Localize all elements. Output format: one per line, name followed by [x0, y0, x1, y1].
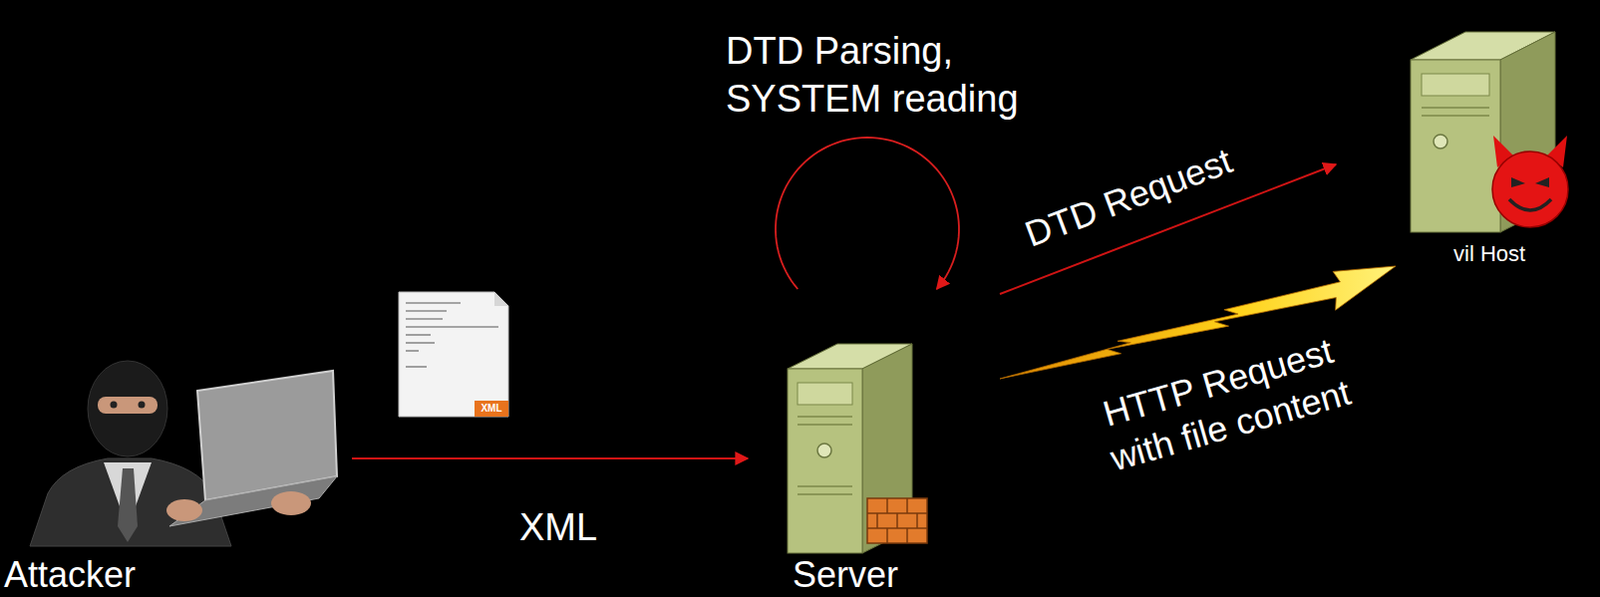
xml-document-icon-part — [405, 310, 447, 313]
edge-label: XML — [519, 504, 598, 553]
xml-document-icon-part — [405, 325, 499, 328]
attacker-figure-part — [29, 458, 232, 547]
arrow-connector — [999, 164, 1336, 295]
node-label: Server — [792, 555, 1000, 596]
server-icon-part — [797, 423, 853, 426]
node-label: vil Host — [1453, 242, 1600, 267]
firewall-icon-part — [906, 528, 909, 544]
evil-server-icon-part — [1421, 73, 1490, 96]
edge-label: DTD Parsing, SYSTEM reading — [725, 27, 1055, 123]
devil-face-icon — [1492, 135, 1569, 228]
firewall-icon — [867, 498, 928, 544]
server-icon-part — [797, 382, 853, 405]
devil-face-icon-part — [1492, 151, 1569, 228]
devil-face-icon-part — [1535, 177, 1550, 188]
xml-document-icon-part — [474, 400, 509, 417]
icon-badge-label: XML — [474, 400, 509, 417]
xml-document-icon-part — [405, 333, 431, 336]
edge-label: HTTP Request with file content — [1079, 322, 1368, 485]
xml-document-icon-part — [405, 302, 461, 305]
firewall-icon-part — [916, 513, 919, 529]
attacker-figure-part — [166, 499, 203, 522]
evil-server-icon-part — [1410, 59, 1501, 233]
attacker-figure — [29, 360, 337, 547]
actor-node: Attacker — [0, 363, 352, 596]
firewall-icon-part — [896, 513, 899, 529]
lightning-arrow — [999, 266, 1396, 379]
attacker-figure-part — [110, 401, 118, 409]
xml-document-icon-part — [405, 365, 427, 368]
firewall-icon-part — [886, 498, 889, 514]
xml-document-icon-part — [405, 318, 443, 320]
evil-server-icon-part — [1421, 114, 1490, 117]
attacker-figure-part — [271, 491, 312, 516]
xml-document-icon-part — [398, 292, 509, 417]
server-icon-part — [797, 485, 853, 488]
evil-server-icon-part — [1421, 106, 1490, 109]
server-node: Server — [747, 289, 1000, 596]
xml-document-icon-part — [405, 341, 435, 344]
attacker-figure-part — [87, 360, 168, 457]
xml-document-icon-part — [405, 349, 419, 352]
attacker-figure-part — [97, 396, 158, 414]
attacker-figure-part — [117, 468, 138, 543]
xml-document-icon — [398, 292, 509, 417]
node-label: Attacker — [3, 555, 352, 596]
xml-document-icon-part — [405, 303, 499, 367]
firewall-icon-part — [906, 498, 909, 514]
server-icon-part — [797, 415, 853, 418]
host-node: vil Host — [1335, 4, 1600, 267]
arrow-connector — [351, 457, 748, 460]
server-icon-part — [797, 493, 853, 496]
server-icon-part — [817, 443, 832, 458]
firewall-icon-part — [867, 498, 928, 544]
devil-face-icon-part — [1511, 177, 1526, 188]
xml-document-icon-part — [494, 292, 509, 307]
evil-server-icon-part — [1433, 134, 1448, 149]
self-loop-arrow — [775, 137, 960, 290]
edge-label: DTD Request — [1018, 138, 1239, 258]
firewall-icon-part — [867, 498, 928, 544]
firewall-icon-part — [886, 528, 889, 544]
firewall-icon-part — [876, 513, 879, 529]
server-icon-part — [787, 368, 863, 554]
attacker-figure-part — [138, 401, 146, 409]
devil-face-icon-part — [1509, 199, 1552, 211]
